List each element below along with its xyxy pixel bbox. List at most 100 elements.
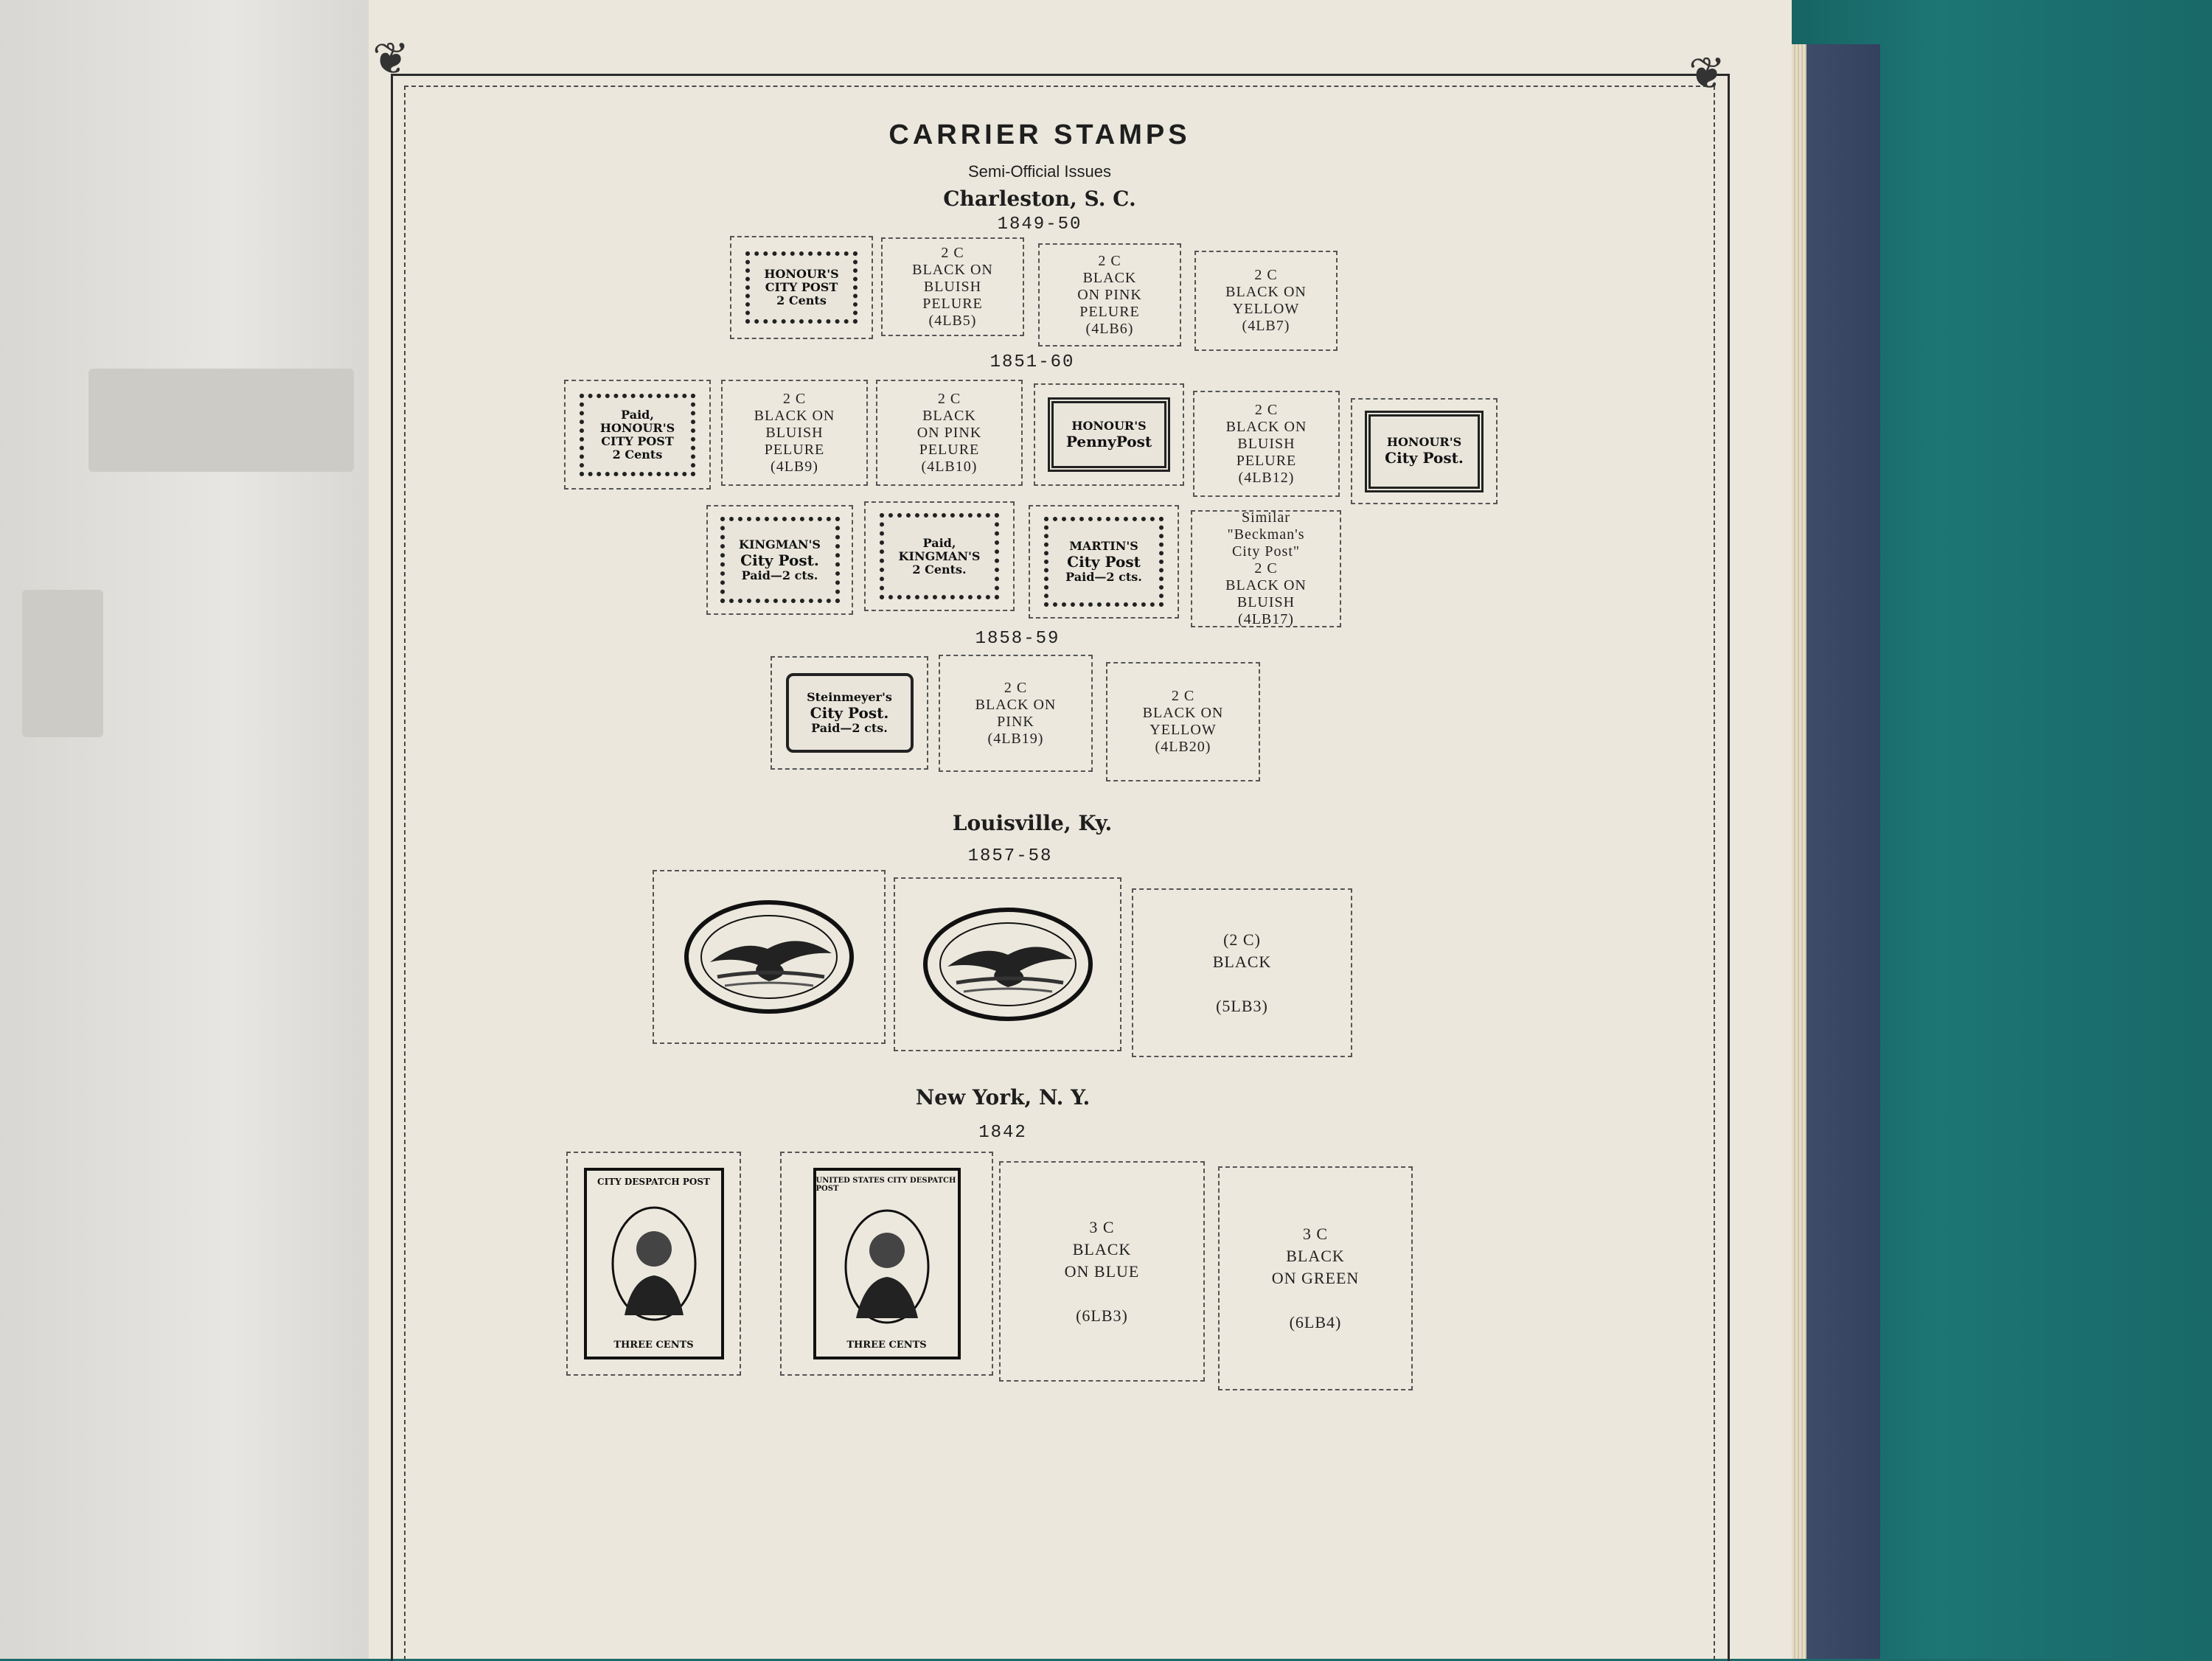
stamp-space-label: PELURE [919, 441, 980, 458]
stamp-text: Paid—2 cts. [811, 721, 888, 735]
stamp-space-label: ON BLUE [1064, 1261, 1140, 1281]
catalog-number: (4LB17) [1238, 611, 1294, 627]
stamp-space[interactable]: UNITED STATES CITY DESPATCH POST THREE C… [780, 1152, 993, 1376]
stamp-space-label: ON GREEN [1271, 1269, 1360, 1287]
stamp-space[interactable]: HONOUR'S PennyPost [1034, 383, 1184, 486]
stamp-space-label: 2 C [782, 390, 807, 407]
stamp-space-label: PELURE [922, 295, 983, 312]
stamp-text: 2 Cents [776, 293, 827, 307]
stamp-space[interactable] [653, 870, 886, 1044]
stamp-illustration: HONOUR'S City Post. [1365, 410, 1484, 492]
page-border-inner [404, 86, 1715, 1660]
stamp-illustration: UNITED STATES CITY DESPATCH POST THREE C… [813, 1168, 961, 1359]
portrait-icon [844, 1209, 929, 1323]
stamp-illustration: MARTIN'S City Post Paid—2 cts. [1044, 517, 1164, 607]
stamp-space-label: BLACK [1072, 1239, 1132, 1258]
stamp-text: Paid—2 cts. [741, 568, 818, 582]
stamp-space-label: PINK [997, 713, 1034, 730]
stamp-space-label: BLACK ON [912, 261, 993, 278]
stamp-text: KINGMAN'S [739, 537, 821, 551]
stamp-space[interactable]: Similar "Beckman's City Post" 2 C BLACK … [1191, 509, 1341, 627]
stamp-space[interactable]: 2 C BLACK ON YELLOW (4LB7) [1194, 251, 1338, 351]
city-heading-louisville: Louisville, Ky. [952, 811, 1113, 835]
stamp-space-label: BLACK [922, 407, 976, 424]
stamp-space[interactable]: MARTIN'S City Post Paid—2 cts. [1029, 505, 1179, 619]
stamp-space-label: 2 C [937, 390, 961, 407]
stamp-space[interactable]: 2 C BLACK ON YELLOW (4LB20) [1106, 662, 1260, 781]
stamp-space[interactable]: KINGMAN'S City Post. Paid—2 cts. [706, 505, 853, 615]
stamp-space-label: BLACK [1082, 269, 1137, 286]
page-subtitle: Semi-Official Issues [968, 162, 1111, 181]
stamp-illustration: HONOUR'S PennyPost [1048, 397, 1170, 472]
stamp-text: HONOUR'S [599, 420, 675, 435]
stamp-space[interactable]: 3 C BLACK ON BLUE (6LB3) [999, 1161, 1205, 1382]
stamp-text: CITY DESPATCH POST [597, 1177, 710, 1187]
stamp-space-label: City Post" [1231, 543, 1301, 560]
year-heading: 1857-58 [967, 846, 1053, 866]
stamp-text: Steinmeyer's [807, 690, 892, 704]
stamp-text: MARTIN'S [1069, 539, 1138, 553]
page-smudge [88, 369, 354, 472]
stamp-space[interactable]: Paid, KINGMAN'S 2 Cents. [864, 501, 1015, 611]
stamp-space-label: BLACK ON [754, 407, 835, 424]
stamp-space[interactable]: 2 C BLACK ON BLUISH PELURE (4LB12) [1193, 391, 1340, 497]
stamp-space[interactable]: CITY DESPATCH POST THREE CENTS [566, 1152, 741, 1376]
stamp-space-label: (2 C) [1223, 930, 1261, 949]
eagle-stamp-icon [922, 908, 1093, 1021]
stamp-space-label: 2 C [1098, 252, 1121, 269]
year-heading: 1849-50 [997, 215, 1082, 234]
stamp-space-label: BLACK ON [975, 696, 1057, 713]
stamp-space[interactable]: 2 C BLACK ON PINK PELURE (4LB6) [1038, 243, 1181, 347]
stamp-space-label: 2 C [1171, 688, 1195, 704]
stamp-illustration: Paid, KINGMAN'S 2 Cents. [880, 513, 999, 599]
stamp-space[interactable]: 2 C BLACK ON PINK (4LB19) [939, 655, 1093, 772]
catalog-number: (4LB19) [987, 730, 1044, 747]
stamp-space[interactable]: 2 C BLACK ON PINK PELURE (4LB10) [876, 380, 1023, 486]
catalog-number: (4LB7) [1242, 318, 1290, 334]
stamp-text: City Post. [740, 551, 819, 569]
stamp-space-label: BLACK ON [1225, 418, 1307, 435]
stamp-space-label: ON PINK [917, 424, 982, 441]
stamp-text: Paid, [621, 407, 654, 422]
stamp-text: UNITED STATES CITY DESPATCH POST [815, 1177, 956, 1193]
stamp-space-label: 2 C [1254, 401, 1279, 418]
stamp-text: CITY POST [601, 433, 674, 448]
stamp-space-label: 2 C [941, 244, 964, 261]
catalog-number: (4LB10) [921, 458, 978, 475]
stamp-space-label: BLUISH [1237, 594, 1295, 610]
stamp-text: CITY POST [765, 280, 838, 294]
stamp-space[interactable]: HONOUR'S CITY POST 2 Cents [730, 236, 873, 339]
stamp-text: THREE CENTS [613, 1340, 694, 1351]
stamp-space[interactable]: (2 C) BLACK (5LB3) [1132, 888, 1352, 1057]
stamp-space[interactable]: Steinmeyer's City Post. Paid—2 cts. [771, 656, 928, 770]
stamp-space[interactable] [894, 877, 1121, 1051]
page-title: CARRIER STAMPS [888, 119, 1191, 150]
stamp-space-label: BLACK ON [1225, 284, 1307, 300]
year-heading: 1851-60 [990, 352, 1075, 372]
stamp-space-label: 3 C [1089, 1217, 1115, 1236]
catalog-number: (6LB4) [1289, 1313, 1342, 1331]
stamp-space[interactable]: 3 C BLACK ON GREEN (6LB4) [1218, 1166, 1413, 1390]
stamp-space-label: 2 C [1004, 679, 1028, 696]
stamp-space[interactable]: HONOUR'S City Post. [1351, 398, 1498, 504]
stamp-text: City Post [1067, 553, 1141, 571]
stamp-text: 2 Cents [612, 447, 663, 462]
stamp-space[interactable]: 2 C BLACK ON BLUISH PELURE (4LB5) [881, 237, 1024, 336]
stamp-text: HONOUR'S [764, 267, 839, 281]
stamp-space-label: ON PINK [1077, 286, 1142, 303]
stamp-space-label: BLUISH [923, 278, 982, 295]
stamp-text: Paid—2 cts. [1065, 570, 1142, 584]
stamp-space-label: "Beckman's [1227, 526, 1305, 543]
stamp-illustration: HONOUR'S CITY POST 2 Cents [745, 251, 858, 324]
portrait-icon [611, 1206, 696, 1320]
stamp-text: KINGMAN'S [898, 549, 981, 563]
stamp-space[interactable]: Paid, HONOUR'S CITY POST 2 Cents [564, 380, 711, 490]
stamp-space-label: 3 C [1302, 1225, 1329, 1243]
stamp-illustration: CITY DESPATCH POST THREE CENTS [583, 1168, 724, 1359]
stamp-space-label: 2 C [1254, 267, 1278, 283]
stamp-space[interactable]: 2 C BLACK ON BLUISH PELURE (4LB9) [721, 380, 868, 486]
year-heading: 1842 [978, 1123, 1027, 1143]
catalog-number: (4LB20) [1155, 739, 1211, 755]
catalog-number: (5LB3) [1216, 996, 1268, 1015]
stamp-text: PennyPost [1065, 432, 1152, 450]
